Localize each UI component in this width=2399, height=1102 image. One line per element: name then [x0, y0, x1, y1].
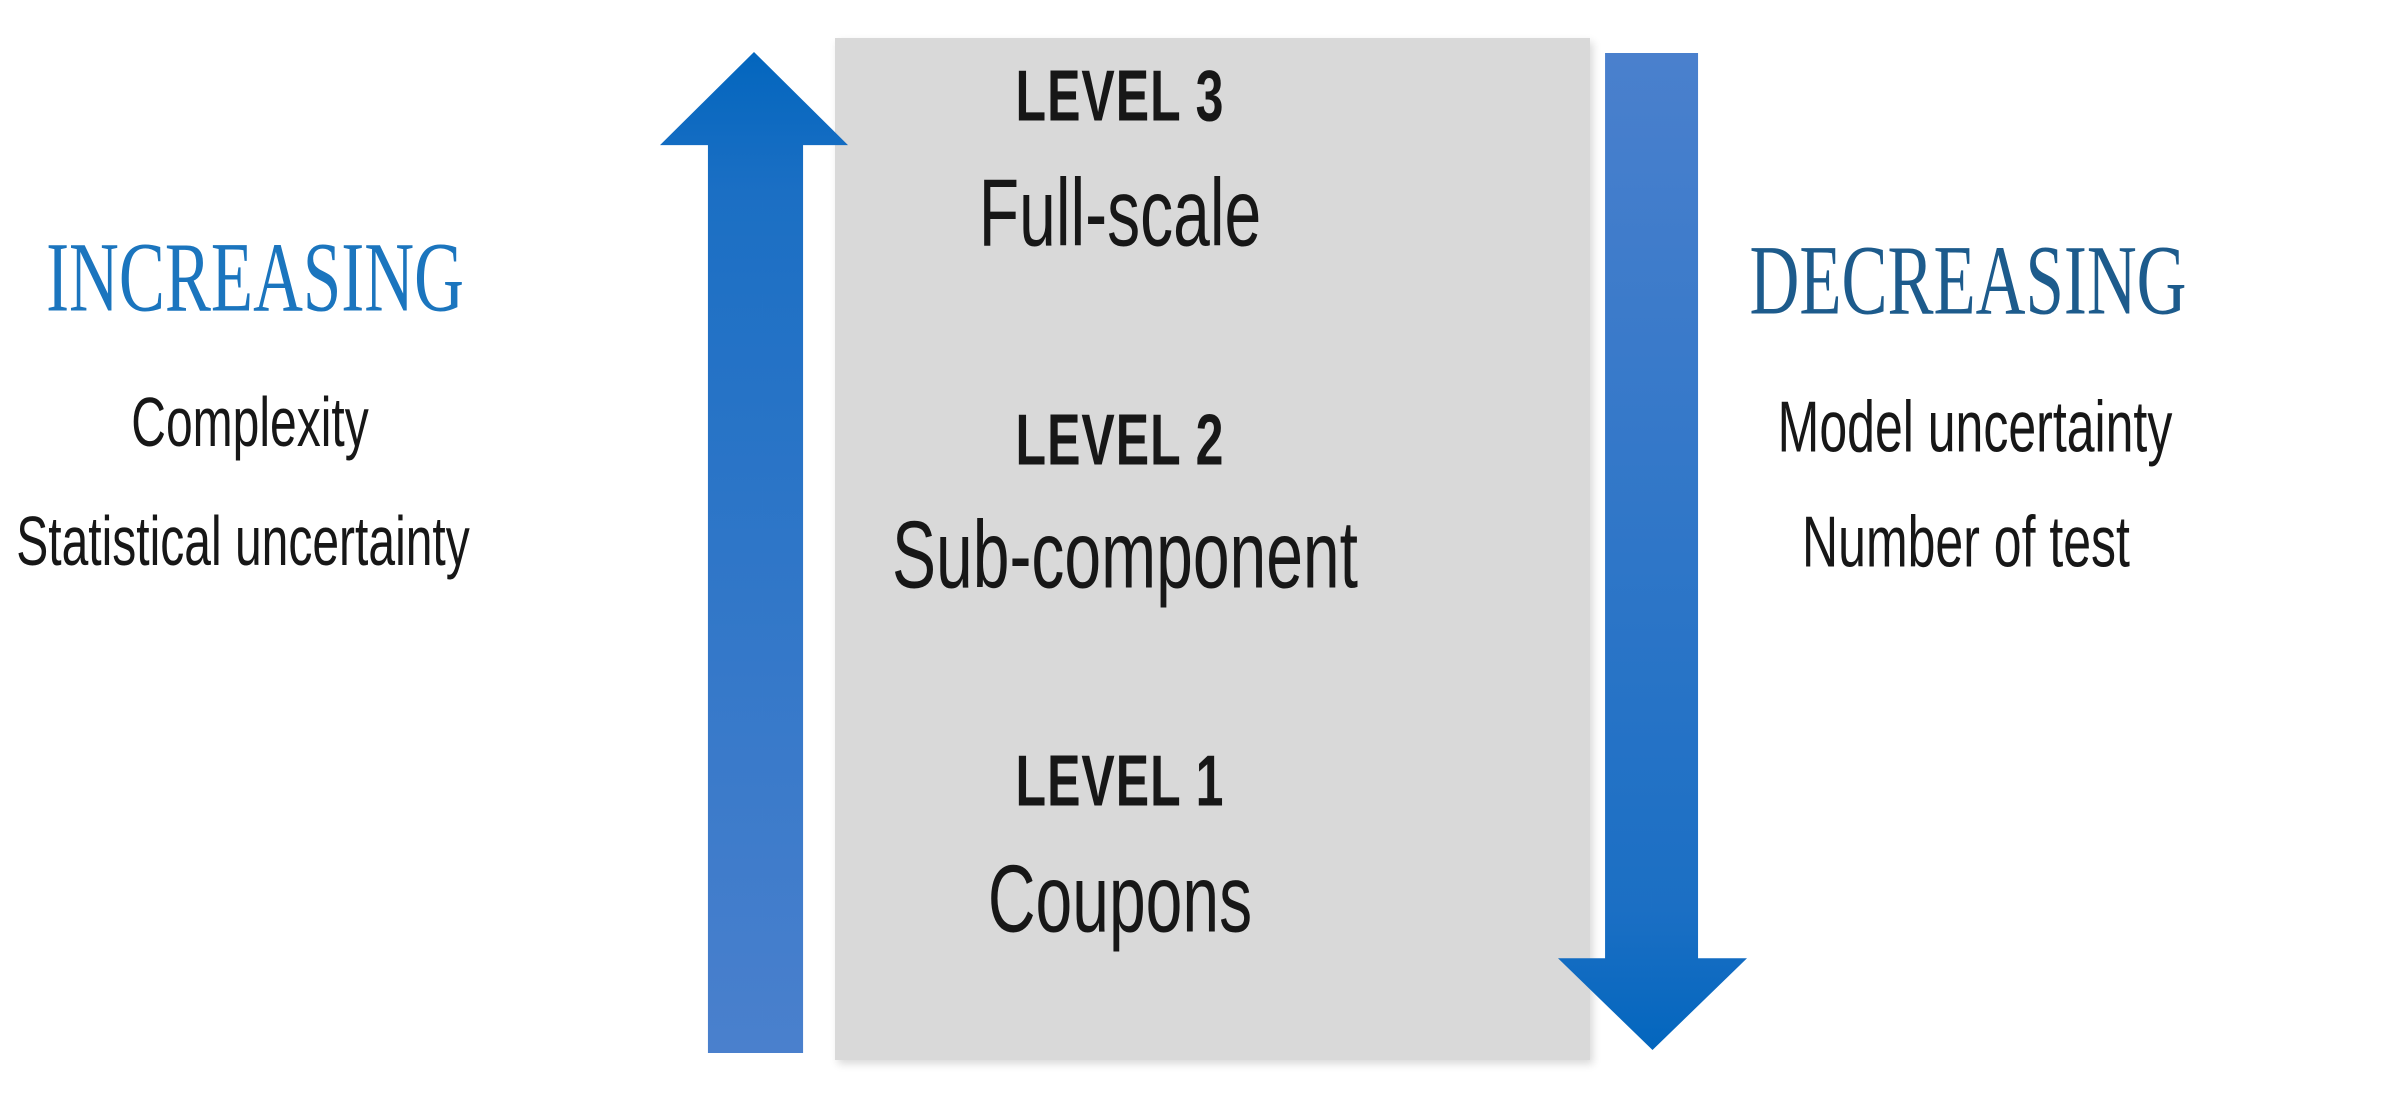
level-1-sublabel: Coupons	[987, 844, 1253, 952]
up-arrow-icon	[660, 52, 848, 1053]
increasing-item-complexity: Complexity	[131, 384, 369, 462]
level-2-sublabel: Sub-component	[892, 500, 1358, 608]
decreasing-item-model-uncertainty: Model uncertainty	[1777, 386, 2173, 468]
level-2-label: LEVEL 2	[1015, 399, 1225, 481]
decreasing-item-number-of-test: Number of test	[1802, 501, 2130, 583]
increasing-item-statistical-uncertainty: Statistical uncertainty	[16, 503, 470, 581]
levels-panel	[835, 38, 1590, 1060]
level-3-label: LEVEL 3	[1015, 55, 1225, 137]
level-1-label: LEVEL 1	[1015, 740, 1225, 822]
decreasing-heading: DECREASING	[1749, 225, 2187, 336]
increasing-heading: INCREASING	[46, 222, 464, 333]
level-3-sublabel: Full-scale	[978, 158, 1262, 266]
